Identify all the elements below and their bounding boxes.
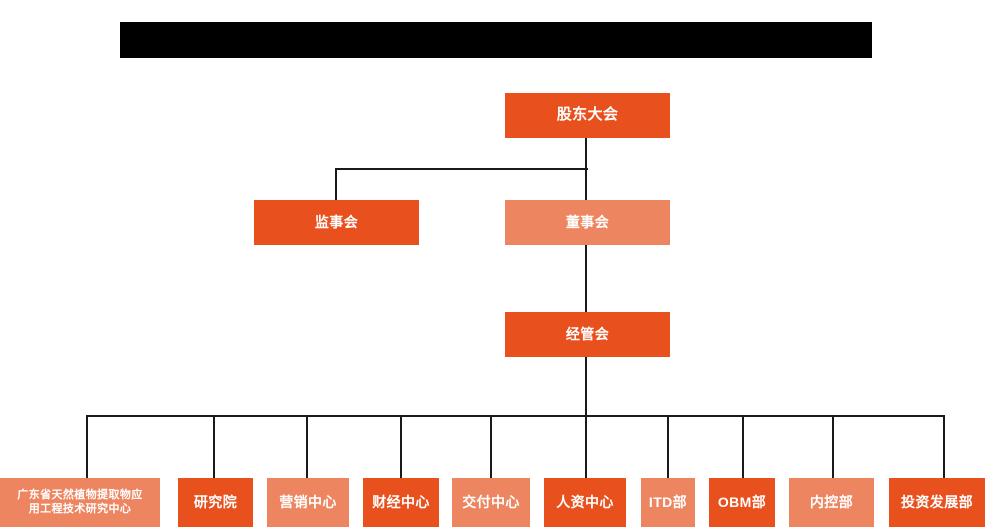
org-node-finance-center[interactable]: 财经中心 — [363, 478, 439, 527]
drop-to-obm-department — [742, 415, 744, 478]
org-node-board-of-directors[interactable]: 董事会 — [505, 200, 670, 245]
org-node-label-board-of-supervisors: 监事会 — [314, 213, 359, 230]
org-node-board-of-supervisors[interactable]: 监事会 — [254, 200, 419, 245]
drop-to-finance-center — [400, 415, 402, 478]
org-node-itd-department[interactable]: ITD部 — [641, 478, 695, 527]
org-node-label-internal-control-department: 内控部 — [809, 493, 854, 510]
org-node-label-research-institute: 研究院 — [193, 493, 238, 510]
org-node-label-itd-department: ITD部 — [648, 493, 688, 510]
org-node-obm-department[interactable]: OBM部 — [709, 478, 775, 527]
org-node-research-institute[interactable]: 研究院 — [178, 478, 253, 527]
org-node-hr-center[interactable]: 人资中心 — [544, 478, 626, 527]
org-node-label-finance-center: 财经中心 — [372, 493, 430, 510]
departments-horizontal-bus — [87, 415, 945, 417]
drop-to-hr-center — [585, 415, 587, 478]
org-node-label-investment-development-department: 投资发展部 — [901, 493, 973, 510]
org-node-delivery-center[interactable]: 交付中心 — [452, 478, 530, 527]
org-node-label-delivery-center: 交付中心 — [462, 493, 520, 510]
drop-to-itd-department — [667, 415, 669, 478]
redacted-title-bar — [120, 22, 872, 58]
org-node-label-shareholders-meeting: 股东大会 — [556, 106, 619, 124]
management-to-bus-trunk — [585, 357, 587, 415]
org-node-label-board-of-directors: 董事会 — [565, 213, 610, 230]
drop-to-board-of-supervisors — [335, 168, 337, 200]
drop-to-internal-control-department — [832, 415, 834, 478]
drop-to-guangdong-research-center — [86, 415, 88, 478]
drop-to-research-institute — [213, 415, 215, 478]
drop-to-marketing-center — [306, 415, 308, 478]
org-node-guangdong-research-center[interactable]: 广东省天然植物提取物应 用工程技术研究中心 — [0, 478, 160, 527]
directors-to-management-trunk — [585, 245, 587, 312]
org-node-label-obm-department: OBM部 — [717, 493, 767, 510]
org-node-label-marketing-center: 营销中心 — [279, 493, 337, 510]
org-node-internal-control-department[interactable]: 内控部 — [789, 478, 874, 527]
org-node-investment-development-department[interactable]: 投资发展部 — [889, 478, 985, 527]
org-node-management-committee[interactable]: 经管会 — [505, 312, 670, 357]
org-node-shareholders-meeting[interactable]: 股东大会 — [505, 93, 670, 138]
org-node-label-management-committee: 经管会 — [565, 325, 610, 342]
drop-to-delivery-center — [490, 415, 492, 478]
org-node-label-hr-center: 人资中心 — [556, 493, 614, 510]
row2-horizontal-branch — [336, 168, 588, 170]
org-node-label-guangdong-research-center: 广东省天然植物提取物应 用工程技术研究中心 — [17, 489, 143, 515]
drop-to-investment-development-department — [943, 415, 945, 478]
org-node-marketing-center[interactable]: 营销中心 — [267, 478, 349, 527]
